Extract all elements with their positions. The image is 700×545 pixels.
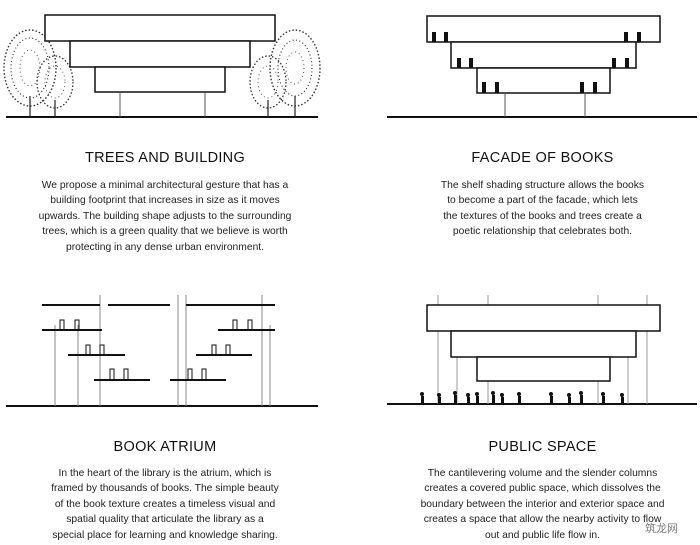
panel-book-atrium: BOOK ATRIUM In the heart of the library … bbox=[0, 285, 330, 545]
watermark: 筑龙网 bbox=[645, 523, 678, 535]
book-shelf-icon bbox=[59, 319, 253, 381]
facade-books-diagram bbox=[387, 15, 697, 118]
panel-description: In the heart of the library is the atriu… bbox=[51, 468, 279, 541]
panel-title: FACADE OF BOOKS bbox=[471, 150, 614, 166]
panel-description: The shelf shading structure allows the b… bbox=[440, 180, 645, 238]
public-space-diagram bbox=[387, 295, 697, 405]
panel-trees-and-building: TREES AND BUILDING We propose a minimal … bbox=[0, 0, 330, 270]
trees-building-diagram bbox=[3, 14, 321, 118]
person-icon bbox=[420, 391, 624, 404]
panel-description: We propose a minimal architectural gestu… bbox=[38, 180, 292, 253]
panel-title: BOOK ATRIUM bbox=[113, 439, 217, 455]
tree-icon bbox=[3, 29, 74, 117]
panel-public-space: PUBLIC SPACE The cantilevering volume an… bbox=[385, 285, 700, 545]
panel-description: The cantilevering volume and the slender… bbox=[420, 468, 665, 541]
panel-facade-of-books: FACADE OF BOOKS The shelf shading struct… bbox=[385, 0, 700, 270]
book-atrium-diagram bbox=[6, 295, 318, 407]
tree-icon bbox=[249, 29, 321, 117]
panel-title: PUBLIC SPACE bbox=[488, 439, 597, 455]
panel-title: TREES AND BUILDING bbox=[84, 150, 246, 166]
book-shelf-icon bbox=[432, 32, 641, 93]
